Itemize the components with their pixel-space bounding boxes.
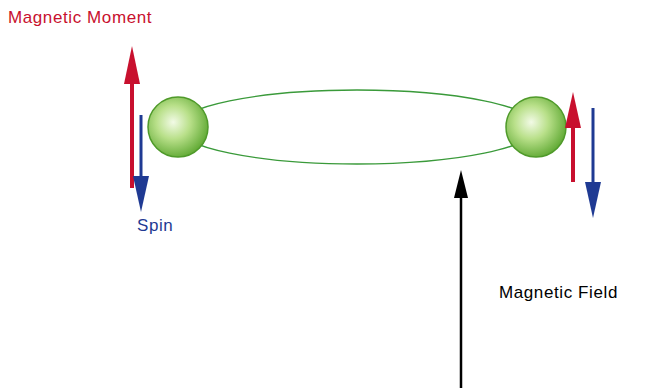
orbit-ring (177, 90, 537, 164)
spin-arrow (133, 115, 149, 212)
field-label-box: Magnetic Field (499, 283, 618, 303)
moment-arrow (124, 46, 140, 188)
particle-sphere (506, 97, 566, 157)
spin-label-box: Spin (137, 216, 173, 236)
spin-arrow (585, 108, 601, 218)
field-label: Magnetic Field (499, 283, 618, 302)
moment-arrow (565, 92, 581, 182)
moment-label-box: Magnetic Moment (8, 8, 152, 28)
particle-sphere (148, 97, 208, 157)
moment-label: Magnetic Moment (8, 8, 152, 27)
spin-label: Spin (137, 216, 173, 235)
field-arrow (454, 170, 468, 388)
